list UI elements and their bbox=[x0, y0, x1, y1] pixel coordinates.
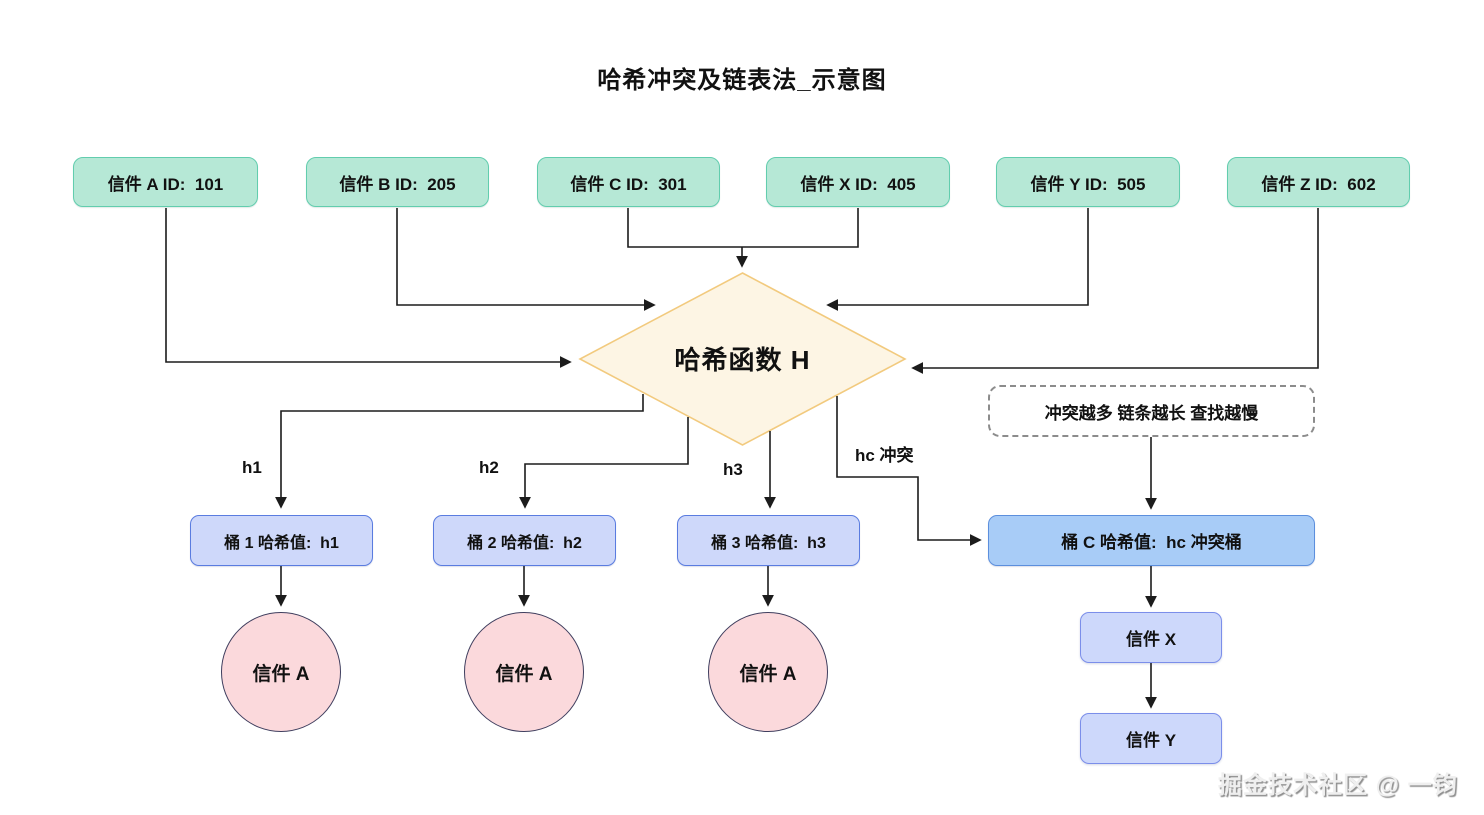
edge-mail-b-to-hash bbox=[396, 208, 656, 311]
watermark: 掘金技术社区 @ 一钧 bbox=[1218, 772, 1458, 799]
note-label: 冲突越多 链条越长 查找越慢 bbox=[1044, 403, 1259, 423]
edge-hash-to-collision-bucket bbox=[836, 396, 982, 546]
bucket-1: 桶 1 哈希值: h1 bbox=[190, 515, 373, 566]
edge-label-hc: hc 冲突 bbox=[855, 446, 914, 465]
edge-mail-y-to-hash bbox=[826, 208, 1089, 311]
edge-mail-c-to-junction bbox=[627, 208, 742, 248]
mail-node-z: 信件 Z ID: 602 bbox=[1227, 157, 1410, 207]
edge-hash-to-bucket-1 bbox=[275, 394, 644, 509]
mail-node-c: 信件 C ID: 301 bbox=[537, 157, 720, 207]
letter-circle-3: 信件 A bbox=[708, 612, 828, 732]
bucket-3: 桶 3 哈希值: h3 bbox=[677, 515, 860, 566]
edge-mail-a-to-hash bbox=[165, 208, 572, 368]
note-box: 冲突越多 链条越长 查找越慢 bbox=[988, 385, 1315, 437]
hash-function-diamond-shape bbox=[578, 272, 907, 446]
edge-label-h2: h2 bbox=[479, 458, 499, 477]
letter-circle-1: 信件 A bbox=[221, 612, 341, 732]
mail-node-y: 信件 Y ID: 505 bbox=[996, 157, 1180, 207]
edge-label-h3: h3 bbox=[723, 460, 743, 479]
bucket-2: 桶 2 哈希值: h2 bbox=[433, 515, 616, 566]
edge-label-h1: h1 bbox=[242, 458, 262, 477]
collision-bucket: 桶 C 哈希值: hc 冲突桶 bbox=[988, 515, 1315, 566]
hash-function-label: 哈希函数 H bbox=[674, 345, 811, 375]
edge-hash-to-bucket-2 bbox=[519, 417, 689, 509]
edge-mail-x-to-junction bbox=[742, 208, 859, 248]
page-title: 哈希冲突及链表法_示意图 bbox=[597, 67, 887, 94]
chain-node-x: 信件 X bbox=[1080, 612, 1222, 663]
edge-mail-z-to-hash bbox=[911, 208, 1319, 374]
mail-node-b: 信件 B ID: 205 bbox=[306, 157, 489, 207]
chain-node-y: 信件 Y bbox=[1080, 713, 1222, 764]
mail-node-a: 信件 A ID: 101 bbox=[73, 157, 258, 207]
letter-circle-2: 信件 A bbox=[464, 612, 584, 732]
mail-node-x: 信件 X ID: 405 bbox=[766, 157, 950, 207]
